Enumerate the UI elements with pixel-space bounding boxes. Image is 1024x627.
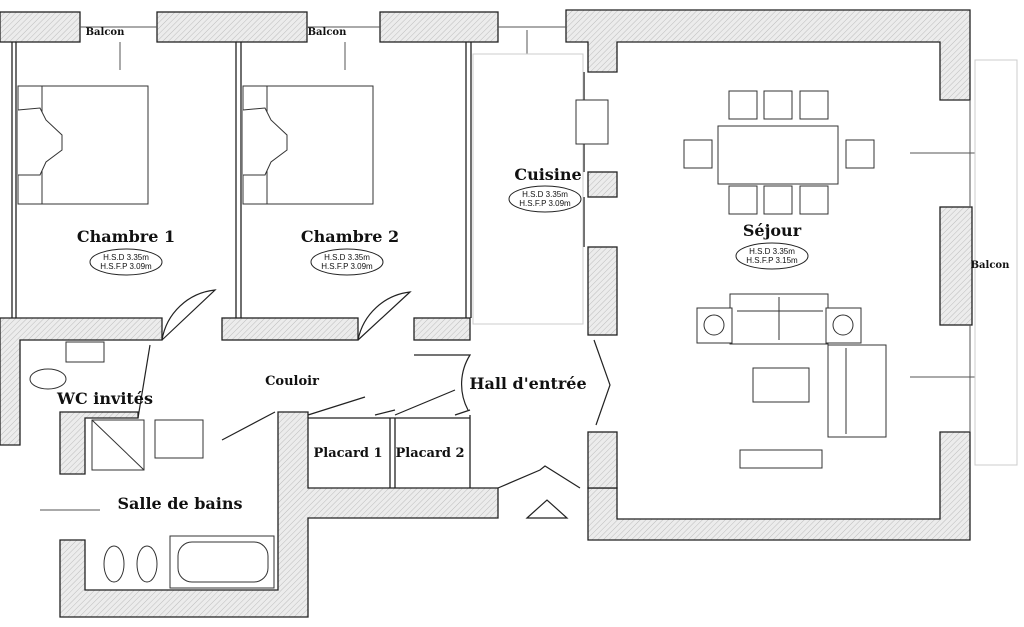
chair xyxy=(728,90,758,120)
wall-sejour-top xyxy=(565,9,971,101)
door-chambre1 xyxy=(161,289,217,341)
room-label-sdb: Salle de bains xyxy=(117,494,242,513)
ceiling-height-sejour: H.S.D 3.35m xyxy=(749,247,795,256)
wall-top-right xyxy=(379,11,499,43)
room-label-cuisine: Cuisine xyxy=(514,165,581,184)
ceiling-height-cuisine: H.S.D 3.35m xyxy=(522,190,568,199)
door-entrance xyxy=(497,465,581,489)
chair xyxy=(799,185,829,215)
labels: Balcon Balcon Balcon Chambre 1 H.S.D 3.3… xyxy=(56,27,1010,513)
walls xyxy=(0,9,973,618)
room-label-sejour: Séjour xyxy=(743,221,802,240)
wall-sejour-right-middle xyxy=(939,206,973,326)
balcony-label-3: Balcon xyxy=(971,260,1010,271)
balcony-label-1: Balcon xyxy=(86,27,125,38)
sdb-sink xyxy=(154,419,204,459)
balcony-label-2: Balcon xyxy=(308,27,347,38)
wall-chambre2-bottom xyxy=(221,317,359,341)
room-label-hall: Hall d'entrée xyxy=(469,374,586,393)
door-chambre2 xyxy=(357,291,412,341)
tv-unit xyxy=(739,449,823,469)
floor-height-sejour: H.S.F.P 3.15m xyxy=(746,256,798,265)
chair xyxy=(845,139,875,169)
wall-wc-bottom xyxy=(59,411,139,475)
chair xyxy=(683,139,713,169)
wall-hall-top xyxy=(413,317,471,341)
door-placard2 xyxy=(394,389,471,416)
dining-table xyxy=(717,125,839,185)
room-label-wc: WC invités xyxy=(56,389,153,408)
coffee-table xyxy=(752,367,810,403)
entrance-arrow xyxy=(525,499,569,519)
wall-pillar-3 xyxy=(587,431,618,489)
wall-top-left xyxy=(0,11,81,43)
wc-sink xyxy=(65,341,105,363)
wall-chambre1-bottom xyxy=(0,317,163,446)
wall-pillar-2 xyxy=(587,246,618,336)
room-label-couloir: Couloir xyxy=(265,374,319,389)
door-wc xyxy=(137,344,151,419)
wall-top-middle xyxy=(156,11,308,43)
room-label-placard2: Placard 2 xyxy=(396,446,465,461)
door-placard1 xyxy=(307,396,396,416)
room-label-placard1: Placard 1 xyxy=(314,446,383,461)
chair xyxy=(763,90,793,120)
chair xyxy=(728,185,758,215)
doors xyxy=(137,289,611,519)
door-sdb xyxy=(221,411,276,441)
wc-toilet xyxy=(29,368,67,390)
door-sejour xyxy=(593,339,611,426)
furniture xyxy=(17,53,887,589)
ceiling-height-chambre2: H.S.D 3.35m xyxy=(324,253,370,262)
kitchen-counter xyxy=(472,53,584,325)
ceiling-height-chambre1: H.S.D 3.35m xyxy=(103,253,149,262)
room-label-chambre2: Chambre 2 xyxy=(301,227,399,246)
floor-height-chambre1: H.S.F.P 3.09m xyxy=(100,262,152,271)
floor-height-cuisine: H.S.F.P 3.09m xyxy=(519,199,571,208)
wall-sdb-outer xyxy=(59,411,499,618)
door-hall xyxy=(414,354,472,411)
room-label-chambre1: Chambre 1 xyxy=(77,227,175,246)
bidet xyxy=(136,545,158,583)
toilet xyxy=(103,545,125,583)
chair xyxy=(799,90,829,120)
floor-height-chambre2: H.S.F.P 3.09m xyxy=(321,262,373,271)
wall-pillar-1 xyxy=(587,171,618,198)
kitchen-appliance xyxy=(575,99,609,145)
windows xyxy=(40,26,1018,511)
wall-sejour-bottom xyxy=(587,431,971,541)
chair xyxy=(763,185,793,215)
sofa-side xyxy=(827,344,887,438)
